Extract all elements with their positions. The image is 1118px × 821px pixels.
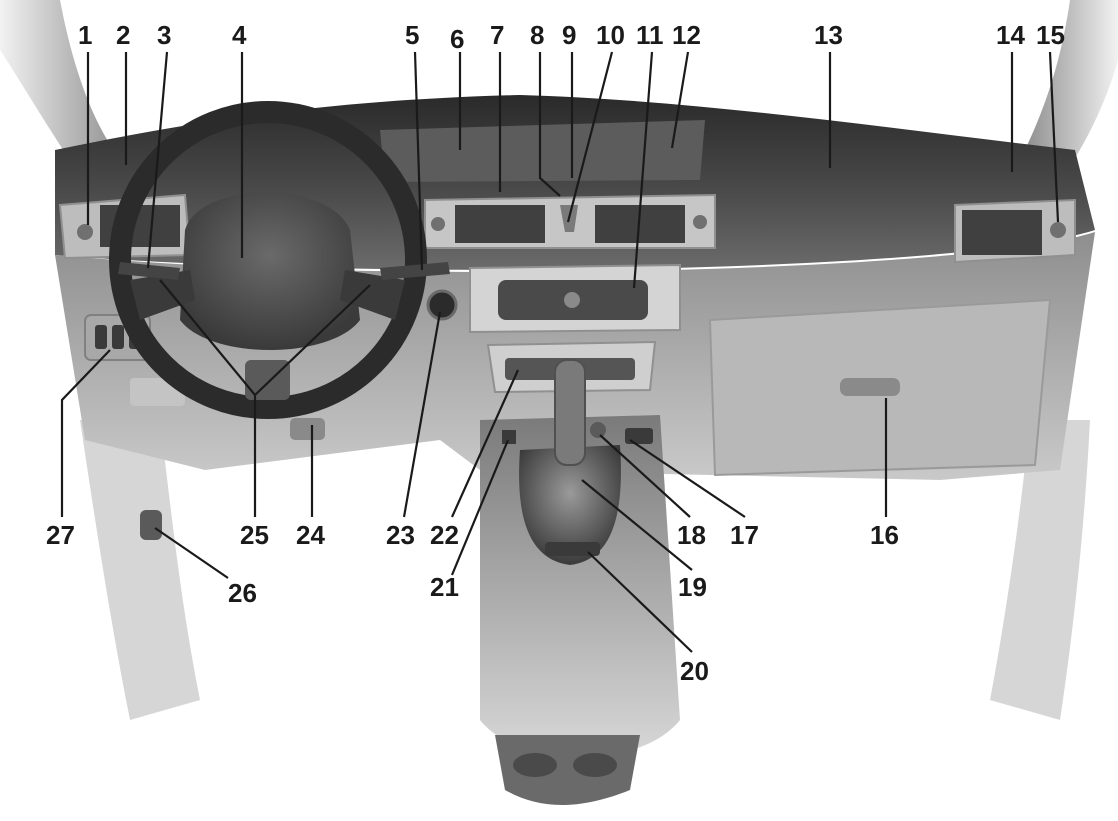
- lighting-stalk: [118, 262, 180, 280]
- central-display-screen: [380, 120, 705, 182]
- engine-start-card-reader: [625, 428, 653, 444]
- mirror-adjust-switch: [112, 325, 124, 349]
- steering-wheel-spoke-left: [130, 270, 195, 320]
- leader-11: [632, 51, 654, 289]
- centre-vent-control-right: [693, 215, 707, 229]
- callout-22: 22: [430, 520, 459, 550]
- callout-20: 20: [680, 656, 709, 686]
- gear-lever: [554, 359, 586, 466]
- leader-5: [413, 51, 424, 271]
- callout-17: 17: [730, 520, 759, 550]
- callout-23: 23: [386, 520, 415, 550]
- callout-13: 13: [814, 20, 843, 50]
- leader-15: [1048, 51, 1060, 223]
- wiper-stalk: [380, 262, 450, 280]
- steering-wheel-spoke-right: [340, 270, 405, 320]
- leader-20: [587, 551, 693, 653]
- leader-27: [60, 349, 111, 517]
- cup-holders: [495, 735, 640, 805]
- callout-2: 2: [116, 20, 130, 50]
- left-door-trim: [80, 420, 200, 720]
- cup-holder-right: [573, 753, 617, 777]
- storage-tray: [545, 542, 600, 556]
- leader-lines: [60, 51, 1060, 653]
- leader-25b: [254, 284, 371, 396]
- callout-5: 5: [405, 20, 419, 50]
- callout-10: 10: [596, 20, 625, 50]
- steering-column-shroud: [245, 360, 290, 400]
- callout-7: 7: [490, 20, 504, 50]
- steering-wheel-hub: [180, 192, 360, 350]
- right-a-pillar: [1020, 0, 1118, 180]
- callout-21: 21: [430, 572, 459, 602]
- steering-wheel-rim: [109, 101, 427, 419]
- leader-8: [538, 52, 561, 197]
- leader-19: [581, 479, 693, 571]
- leader-3: [146, 51, 169, 269]
- leader-23: [402, 311, 442, 518]
- callout-19: 19: [678, 572, 707, 602]
- parking-brake-button: [590, 422, 606, 438]
- callout-4: 4: [232, 20, 247, 50]
- callout-8: 8: [530, 20, 544, 50]
- right-vent-grille: [962, 210, 1042, 255]
- centre-vent-left-grille: [455, 205, 545, 243]
- left-vent-control: [77, 224, 93, 240]
- callout-6: 6: [450, 24, 464, 54]
- cup-holder-left: [513, 753, 557, 777]
- callout-27: 27: [46, 520, 75, 550]
- callout-15: 15: [1036, 20, 1065, 50]
- leader-18: [599, 434, 691, 518]
- leader-26: [154, 527, 229, 579]
- headlight-adjust-switch: [95, 325, 107, 349]
- leader-12: [670, 51, 690, 149]
- radio-volume-knob: [564, 292, 580, 308]
- callout-25: 25: [240, 520, 269, 550]
- right-door-trim: [990, 420, 1090, 720]
- callout-11: 11: [636, 20, 664, 50]
- callout-labels: 1 2 3 4 5 6 7 8 9 10 11 12 13 14 15 16 1…: [46, 20, 1065, 686]
- callout-12: 12: [672, 20, 701, 50]
- gear-lever-boot: [519, 445, 621, 565]
- leader-10: [566, 51, 614, 223]
- callout-3: 3: [157, 20, 171, 50]
- callout-14: 14: [996, 20, 1025, 50]
- callout-18: 18: [677, 520, 706, 550]
- cruise-control-switch: [290, 418, 325, 440]
- callout-1: 1: [78, 20, 92, 50]
- leader-22: [450, 369, 520, 518]
- callout-24: 24: [296, 520, 325, 550]
- centre-vent-control-left: [431, 217, 445, 231]
- glovebox-handle: [840, 378, 900, 396]
- right-vent-control: [1050, 222, 1066, 238]
- callout-26: 26: [228, 578, 257, 608]
- accessory-socket: [502, 430, 516, 444]
- bonnet-release-handle: [140, 510, 162, 540]
- leader-17: [629, 439, 746, 518]
- ignition-switch: [426, 289, 458, 321]
- callout-9: 9: [562, 20, 576, 50]
- callout-16: 16: [870, 520, 899, 550]
- leader-21: [450, 439, 510, 576]
